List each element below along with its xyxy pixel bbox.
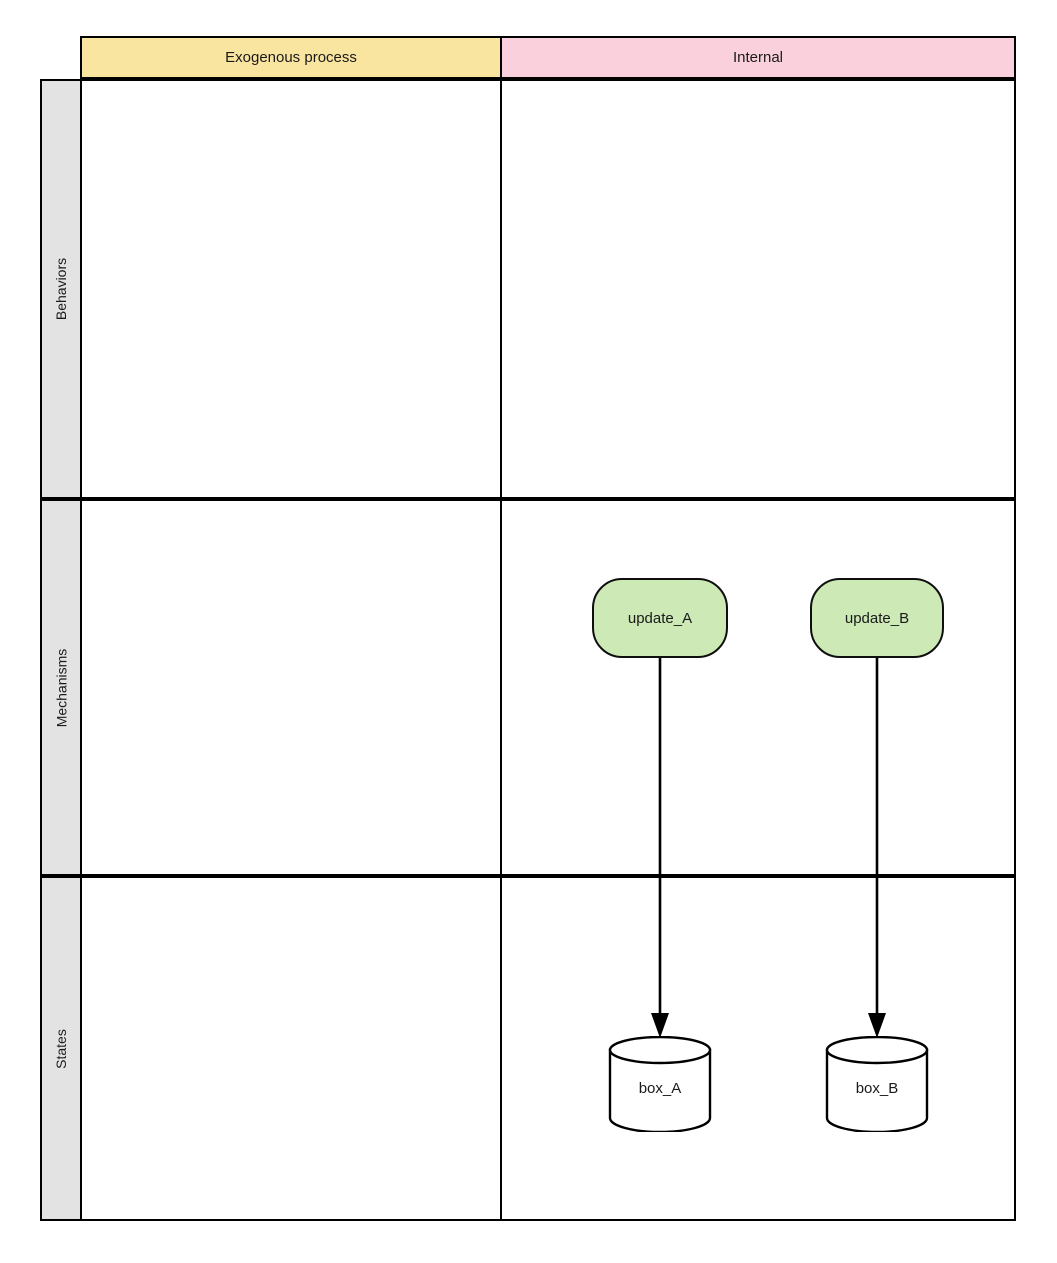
cell-states-internal <box>500 876 1016 1221</box>
cell-behaviors-internal <box>500 79 1016 499</box>
cell-behaviors-exogenous <box>80 79 502 499</box>
column-header-exogenous-process: Exogenous process <box>80 36 502 79</box>
row-label-behaviors: Behaviors <box>40 79 82 499</box>
node-box-a[interactable]: box_A <box>608 1035 712 1134</box>
node-update-b-label: update_B <box>844 609 910 627</box>
matrix-grid: Exogenous process Internal Behaviors Mec… <box>40 36 1016 1221</box>
node-box-b-label: box_B <box>855 1080 899 1097</box>
cell-mechanisms-internal <box>500 499 1016 876</box>
node-update-b[interactable]: update_B <box>810 578 944 658</box>
column-header-exogenous-process-label: Exogenous process <box>225 49 357 66</box>
column-header-internal-label: Internal <box>732 49 784 66</box>
node-update-a[interactable]: update_A <box>592 578 728 658</box>
row-label-mechanisms: Mechanisms <box>40 499 82 876</box>
node-box-b[interactable]: box_B <box>825 1035 929 1134</box>
node-box-a-label: box_A <box>638 1080 682 1097</box>
row-label-mechanisms-text: Mechanisms <box>53 648 69 727</box>
row-label-states: States <box>40 876 82 1221</box>
node-update-a-label: update_A <box>627 609 693 627</box>
cell-states-exogenous <box>80 876 502 1221</box>
cell-mechanisms-exogenous <box>80 499 502 876</box>
node-box-a-shape <box>608 1035 712 1134</box>
node-box-b-shape <box>825 1035 929 1134</box>
row-label-states-text: States <box>53 1028 70 1069</box>
row-label-behaviors-text: Behaviors <box>53 257 70 321</box>
column-header-internal: Internal <box>500 36 1016 79</box>
